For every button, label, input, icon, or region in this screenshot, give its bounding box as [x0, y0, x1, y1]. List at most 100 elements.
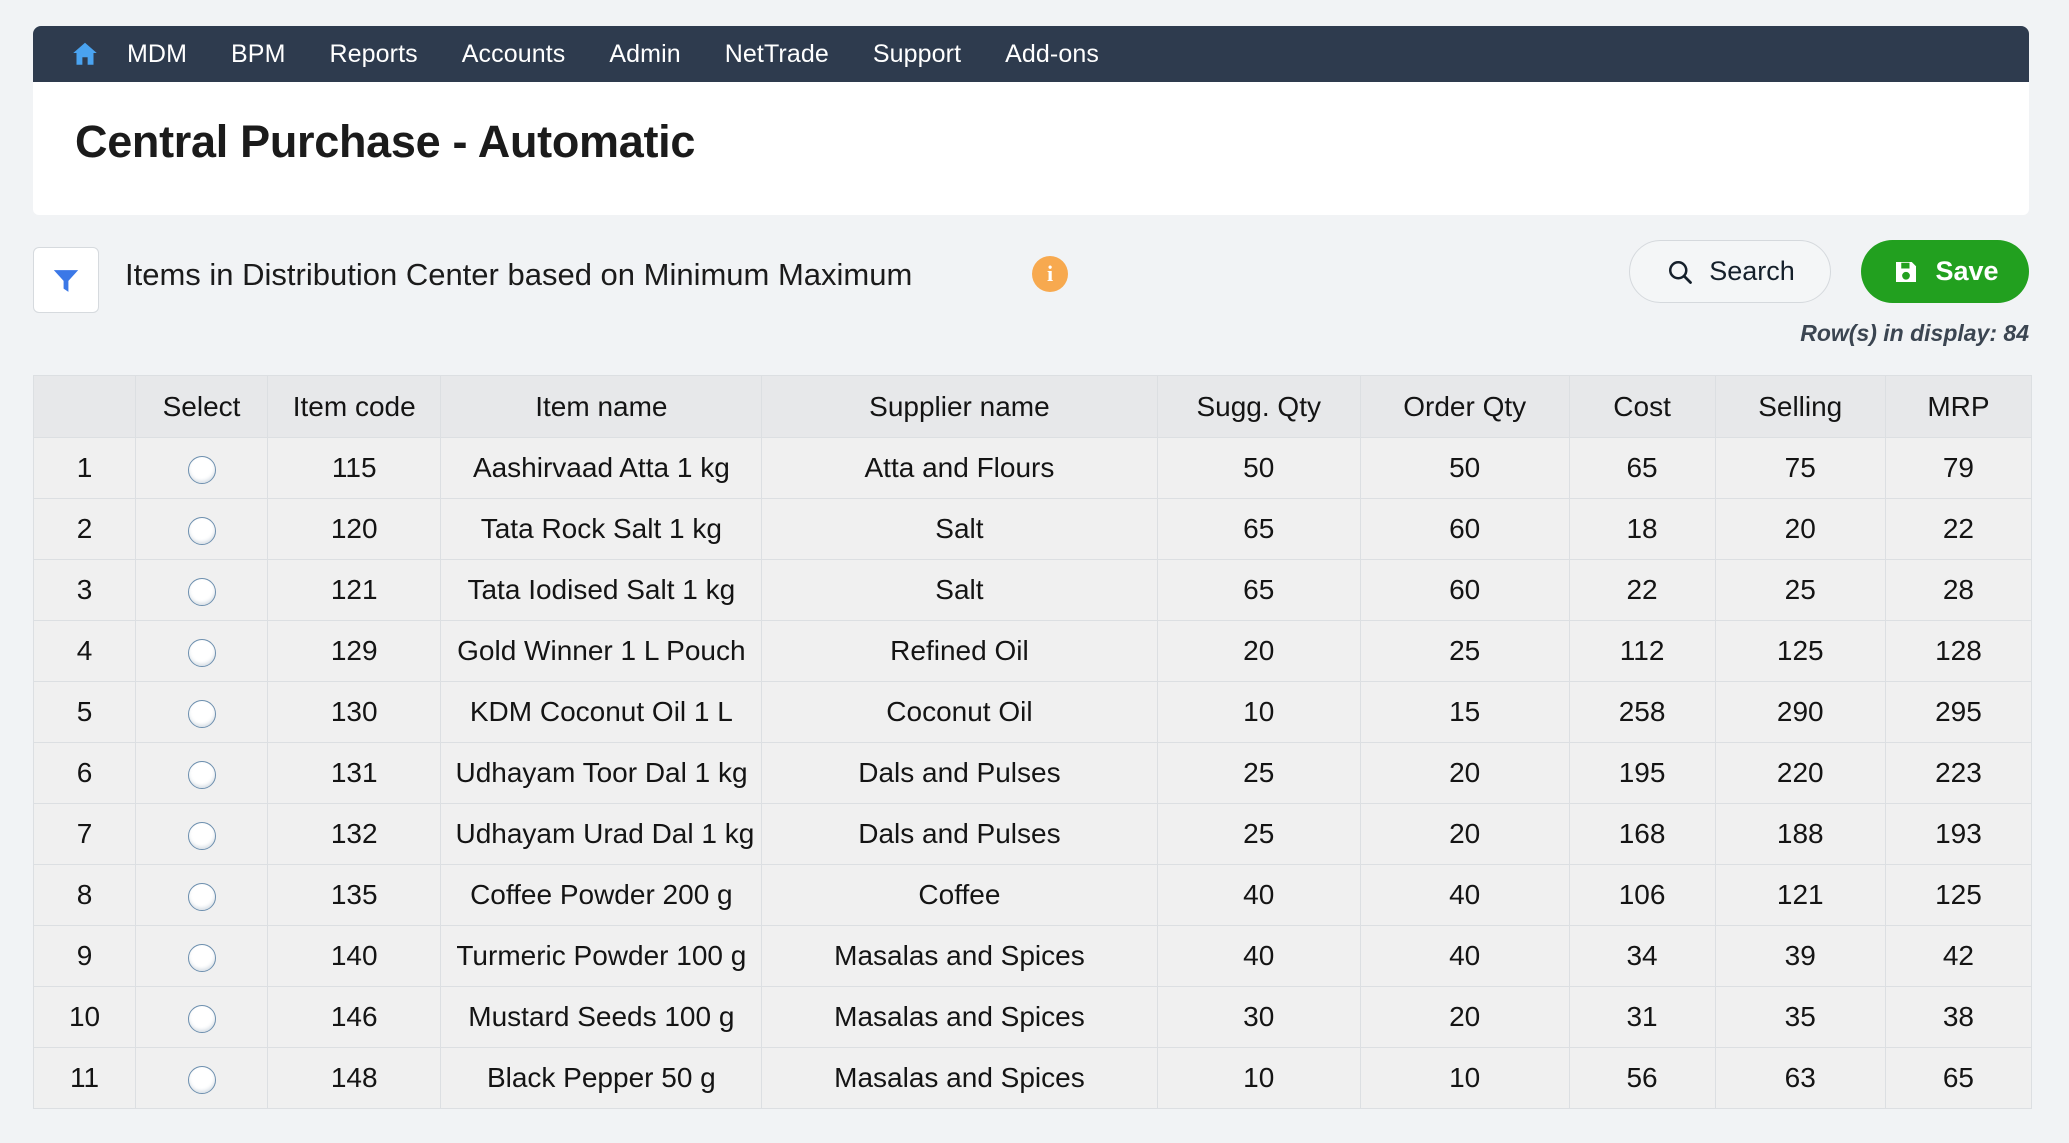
col-header-order-qty[interactable]: Order Qty — [1360, 376, 1569, 438]
order-qty-cell[interactable]: 40 — [1360, 926, 1569, 987]
table-row: 5130KDM Coconut Oil 1 LCoconut Oil101525… — [34, 682, 2032, 743]
row-index-cell: 1 — [34, 438, 136, 499]
row-select-radio[interactable] — [188, 456, 216, 484]
order-qty-cell[interactable]: 20 — [1360, 987, 1569, 1048]
mrp-cell: 125 — [1885, 865, 2031, 926]
save-button-label: Save — [1935, 256, 1998, 287]
selling-cell: 75 — [1715, 438, 1885, 499]
row-select-cell[interactable] — [136, 987, 268, 1048]
row-select-cell[interactable] — [136, 682, 268, 743]
row-select-cell[interactable] — [136, 1048, 268, 1109]
row-select-radio[interactable] — [188, 944, 216, 972]
row-select-cell[interactable] — [136, 865, 268, 926]
col-header-supplier-name[interactable]: Supplier name — [762, 376, 1157, 438]
nav-item-reports[interactable]: Reports — [308, 40, 440, 69]
order-qty-cell[interactable]: 25 — [1360, 621, 1569, 682]
order-qty-cell[interactable]: 60 — [1360, 560, 1569, 621]
supplier-name-cell: Dals and Pulses — [762, 804, 1157, 865]
sugg-qty-cell: 40 — [1157, 865, 1360, 926]
rows-in-display-label: Row(s) in display: 84 — [33, 320, 2029, 347]
row-select-cell[interactable] — [136, 438, 268, 499]
selling-cell: 25 — [1715, 560, 1885, 621]
sugg-qty-cell: 50 — [1157, 438, 1360, 499]
nav-item-nettrade[interactable]: NetTrade — [703, 40, 851, 69]
table-body: 1115Aashirvaad Atta 1 kgAtta and Flours5… — [34, 438, 2032, 1109]
sugg-qty-cell: 10 — [1157, 1048, 1360, 1109]
order-qty-cell[interactable]: 40 — [1360, 865, 1569, 926]
sugg-qty-cell: 30 — [1157, 987, 1360, 1048]
order-qty-cell[interactable]: 15 — [1360, 682, 1569, 743]
search-button-label: Search — [1709, 256, 1795, 287]
row-select-radio[interactable] — [188, 517, 216, 545]
col-header-selling[interactable]: Selling — [1715, 376, 1885, 438]
home-icon[interactable] — [65, 34, 105, 74]
selling-cell: 220 — [1715, 743, 1885, 804]
col-header-index[interactable] — [34, 376, 136, 438]
row-index-cell: 5 — [34, 682, 136, 743]
row-index-cell: 7 — [34, 804, 136, 865]
cost-cell: 195 — [1569, 743, 1715, 804]
col-header-mrp[interactable]: MRP — [1885, 376, 2031, 438]
col-header-select[interactable]: Select — [136, 376, 268, 438]
info-icon[interactable]: i — [1032, 256, 1068, 292]
row-select-cell[interactable] — [136, 621, 268, 682]
mrp-cell: 193 — [1885, 804, 2031, 865]
supplier-name-cell: Coconut Oil — [762, 682, 1157, 743]
search-button[interactable]: Search — [1629, 240, 1831, 303]
sugg-qty-cell: 40 — [1157, 926, 1360, 987]
items-table-wrapper: Select Item code Item name Supplier name… — [33, 375, 2032, 1109]
selling-cell: 188 — [1715, 804, 1885, 865]
nav-item-admin[interactable]: Admin — [587, 40, 702, 69]
order-qty-cell[interactable]: 50 — [1360, 438, 1569, 499]
sugg-qty-cell: 25 — [1157, 743, 1360, 804]
row-select-radio[interactable] — [188, 1066, 216, 1094]
supplier-name-cell: Dals and Pulses — [762, 743, 1157, 804]
nav-item-support[interactable]: Support — [851, 40, 983, 69]
cost-cell: 65 — [1569, 438, 1715, 499]
order-qty-cell[interactable]: 20 — [1360, 743, 1569, 804]
row-select-cell[interactable] — [136, 926, 268, 987]
row-select-radio[interactable] — [188, 1005, 216, 1033]
order-qty-cell[interactable]: 20 — [1360, 804, 1569, 865]
filter-funnel-icon[interactable] — [33, 247, 99, 313]
item-code-cell: 115 — [267, 438, 441, 499]
row-select-radio[interactable] — [188, 822, 216, 850]
row-select-radio[interactable] — [188, 761, 216, 789]
info-icon-glyph: i — [1047, 261, 1053, 287]
mrp-cell: 65 — [1885, 1048, 2031, 1109]
row-select-radio[interactable] — [188, 639, 216, 667]
item-code-cell: 148 — [267, 1048, 441, 1109]
order-qty-cell[interactable]: 10 — [1360, 1048, 1569, 1109]
row-select-radio[interactable] — [188, 700, 216, 728]
item-code-cell: 121 — [267, 560, 441, 621]
supplier-name-cell: Masalas and Spices — [762, 1048, 1157, 1109]
table-row: 8135Coffee Powder 200 gCoffee40401061211… — [34, 865, 2032, 926]
row-select-cell[interactable] — [136, 743, 268, 804]
item-code-cell: 132 — [267, 804, 441, 865]
nav-item-addons[interactable]: Add-ons — [983, 40, 1121, 69]
row-select-cell[interactable] — [136, 804, 268, 865]
selling-cell: 39 — [1715, 926, 1885, 987]
row-select-radio[interactable] — [188, 578, 216, 606]
order-qty-cell[interactable]: 60 — [1360, 499, 1569, 560]
row-select-cell[interactable] — [136, 560, 268, 621]
search-icon — [1665, 257, 1695, 287]
supplier-name-cell: Masalas and Spices — [762, 987, 1157, 1048]
col-header-sugg-qty[interactable]: Sugg. Qty — [1157, 376, 1360, 438]
nav-item-accounts[interactable]: Accounts — [440, 40, 588, 69]
row-select-radio[interactable] — [188, 883, 216, 911]
selling-cell: 63 — [1715, 1048, 1885, 1109]
col-header-item-code[interactable]: Item code — [267, 376, 441, 438]
supplier-name-cell: Salt — [762, 499, 1157, 560]
selling-cell: 20 — [1715, 499, 1885, 560]
save-button[interactable]: Save — [1861, 240, 2029, 303]
col-header-cost[interactable]: Cost — [1569, 376, 1715, 438]
nav-item-mdm[interactable]: MDM — [105, 40, 209, 69]
nav-item-bpm[interactable]: BPM — [209, 40, 307, 69]
mrp-cell: 295 — [1885, 682, 2031, 743]
row-select-cell[interactable] — [136, 499, 268, 560]
title-card: Central Purchase - Automatic — [33, 82, 2029, 215]
col-header-item-name[interactable]: Item name — [441, 376, 762, 438]
item-name-cell: Udhayam Toor Dal 1 kg — [441, 743, 762, 804]
